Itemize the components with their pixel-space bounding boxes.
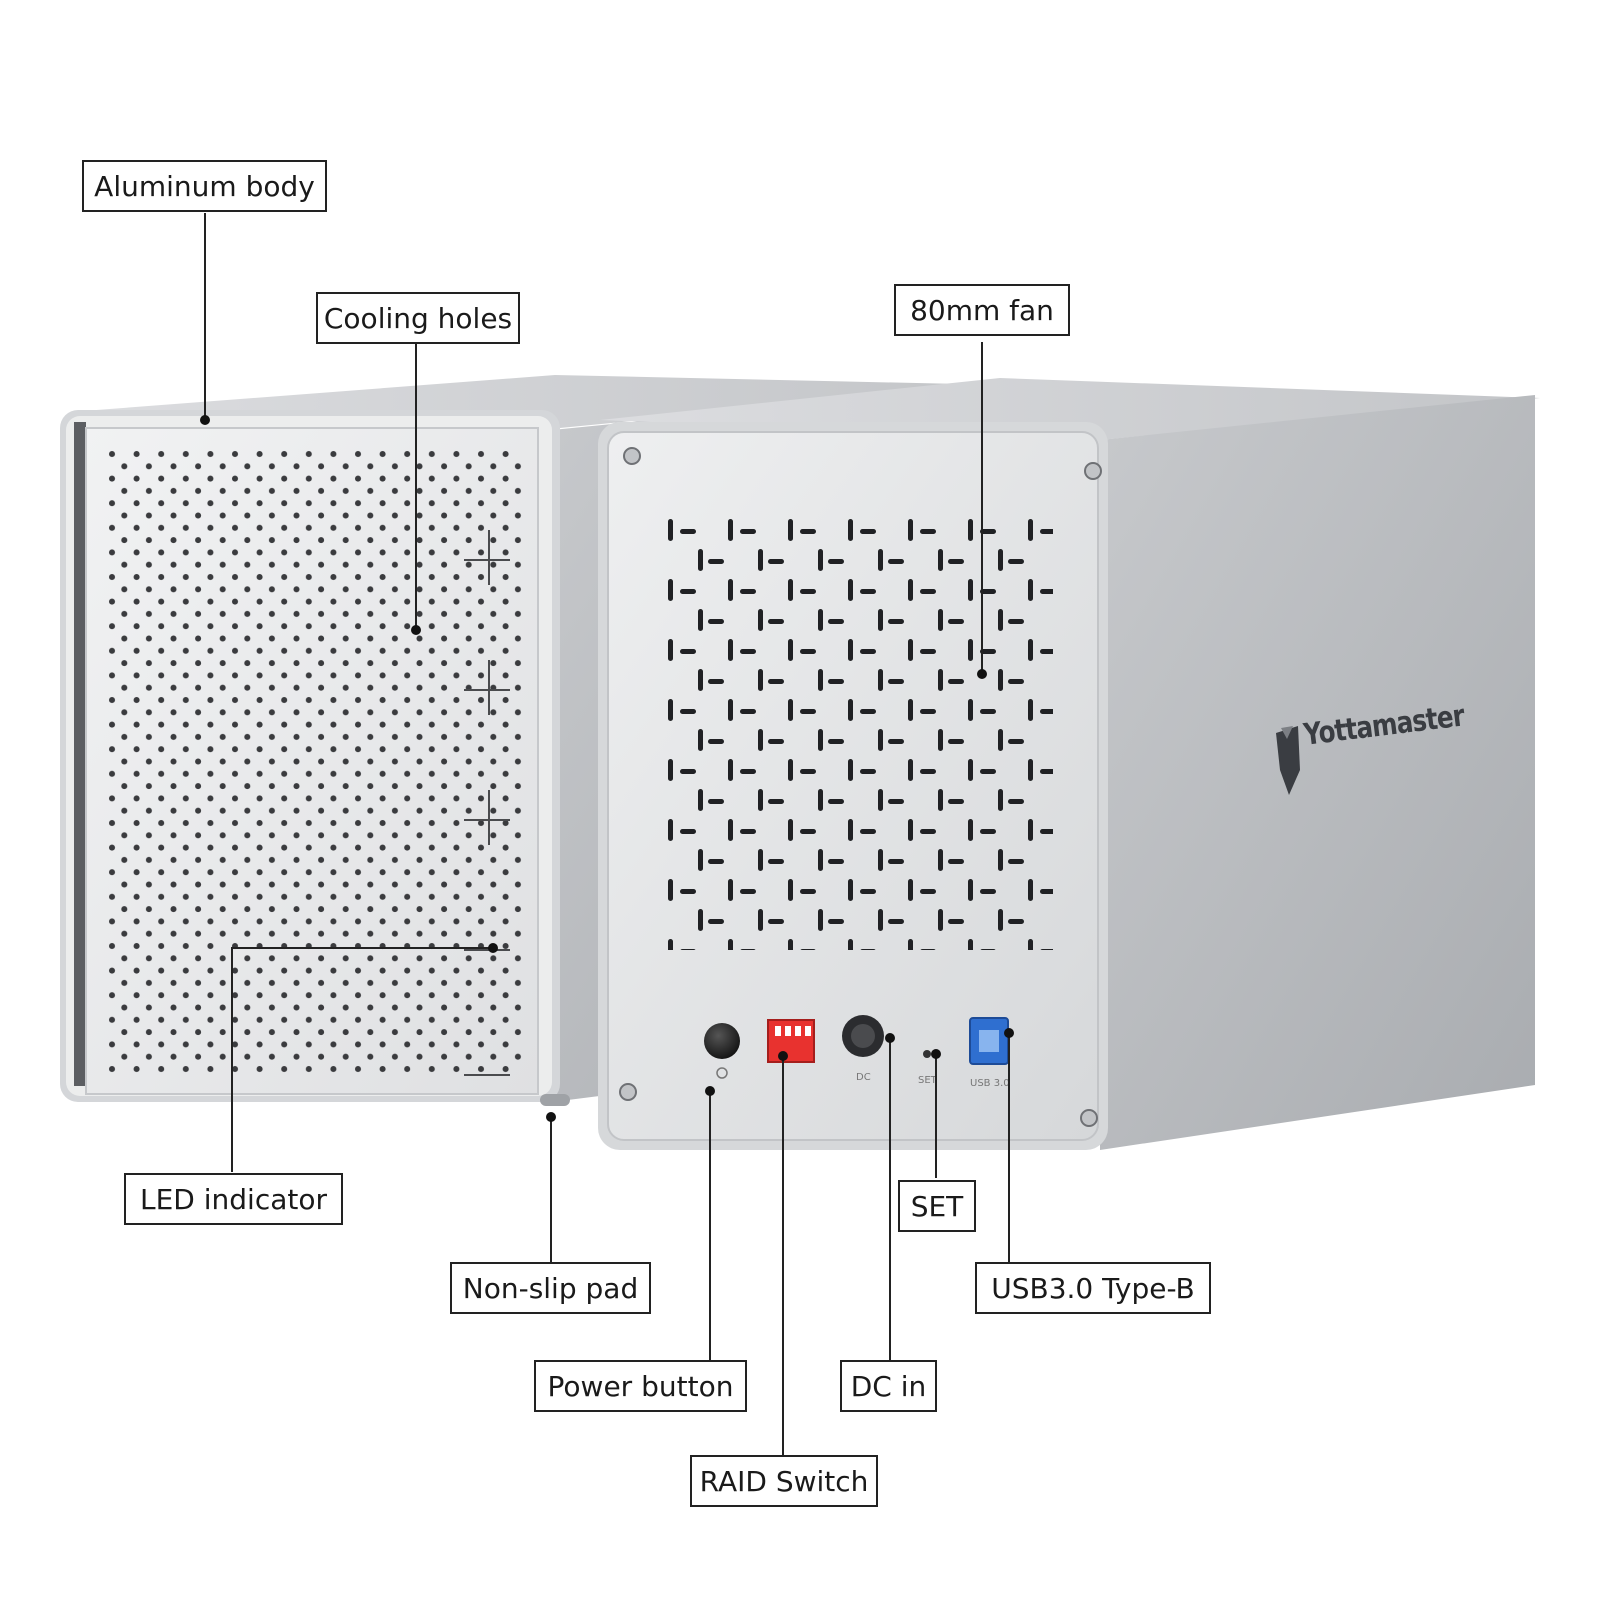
bay-dividers (464, 530, 510, 1076)
yottamaster-logo-icon (1276, 726, 1300, 795)
usb-label: USB 3.0 (970, 1078, 1010, 1089)
led-indicator-label: LED indicator (124, 1173, 343, 1225)
dc-in-port[interactable] (842, 1015, 884, 1057)
screw-icons (619, 447, 1102, 1127)
power-button-label: Power button (534, 1360, 747, 1412)
dc-label: DC (856, 1072, 871, 1083)
raid-switch-levers (775, 1026, 811, 1036)
set-label-callout: SET (898, 1180, 976, 1232)
set-label: SET (918, 1075, 938, 1086)
power-button[interactable] (704, 1023, 740, 1079)
set-button[interactable] (923, 1050, 931, 1058)
raid-switch-label: RAID Switch (690, 1455, 878, 1507)
aluminum-body-label: Aluminum body (82, 160, 327, 212)
fan-label: 80mm fan (894, 284, 1070, 336)
usb-type-b-label: USB3.0 Type-B (975, 1262, 1211, 1314)
dc-in-label: DC in (840, 1360, 937, 1412)
cooling-holes-label: Cooling holes (316, 292, 520, 344)
callout-dots (200, 415, 1014, 1122)
non-slip-pad-label: Non-slip pad (450, 1262, 651, 1314)
callout-leader-lines (204, 213, 1010, 1455)
cooling-holes-grid (104, 448, 526, 1078)
fan-grille (668, 515, 1053, 950)
right-enclosure: DC SET USB 3.0 (598, 378, 1540, 1150)
